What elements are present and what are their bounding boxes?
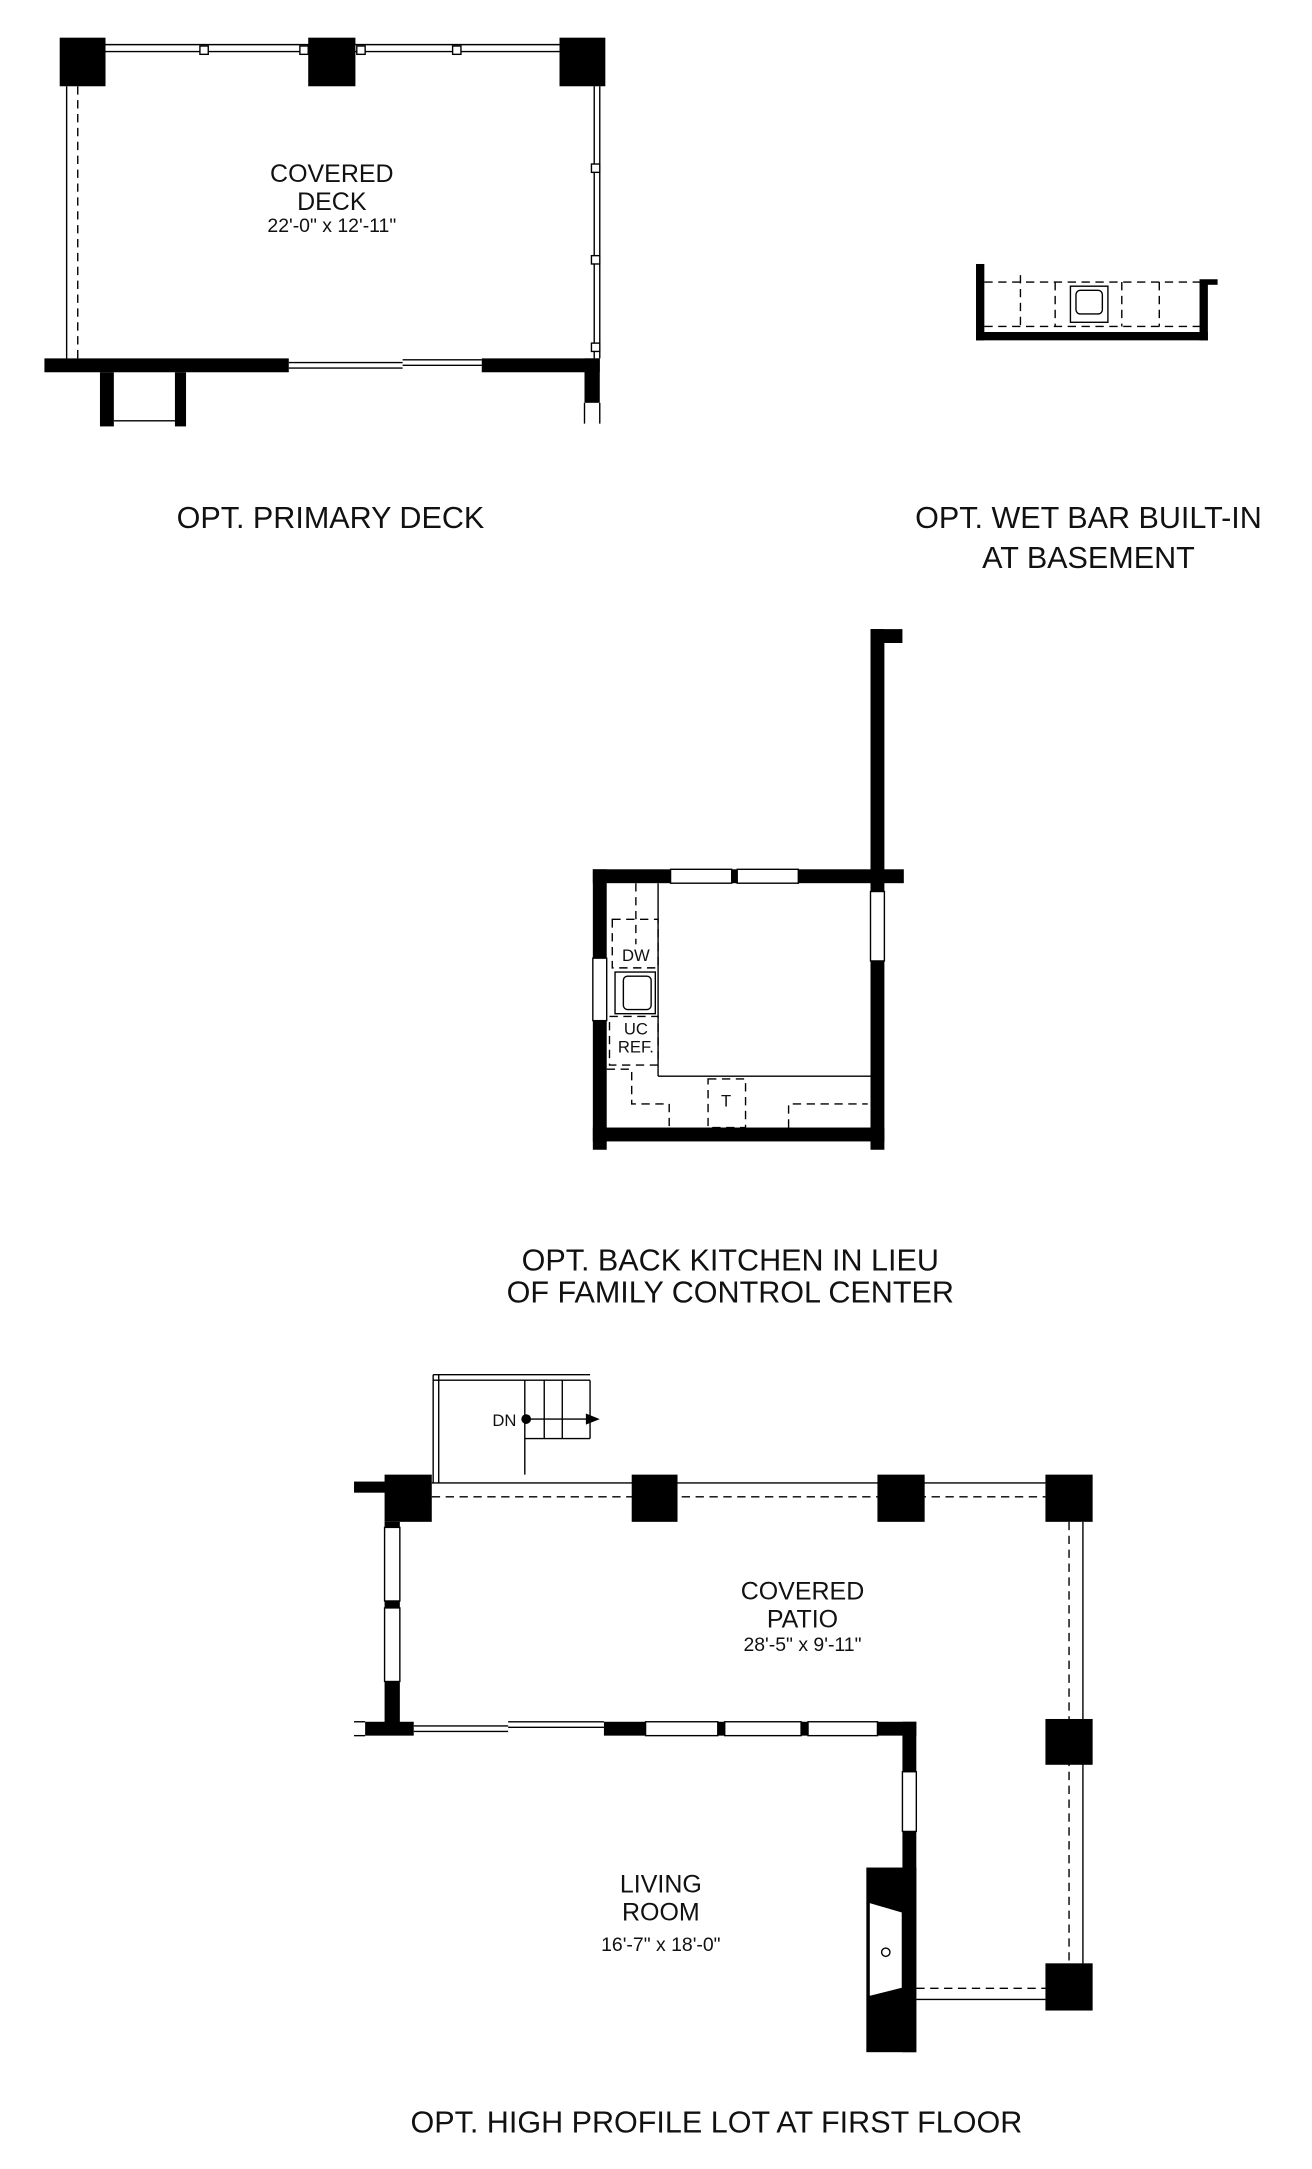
dishwasher (611, 918, 659, 969)
patio-pier (1045, 1718, 1093, 1765)
living-room-dimensions: 16'-7" x 18'-0" (601, 1934, 721, 1956)
trash-label: T (721, 1092, 731, 1111)
patio-pier (1045, 1474, 1093, 1522)
primary-deck-plan: COVERED DECK 22'-0" x 12'-11" (44, 37, 606, 427)
kitchen-sink (614, 971, 657, 1015)
deck-pier (559, 37, 606, 87)
patio-pier (384, 1474, 432, 1522)
deck-pier (308, 37, 356, 87)
undercounter-refrigerator (608, 1015, 659, 1066)
stair-arrow-icon (585, 1413, 600, 1425)
trash-cabinet (707, 1078, 747, 1129)
deck-pier (59, 37, 106, 87)
wet-bar-caption: OPT. WET BAR BUILT-IN (915, 501, 1262, 535)
patio-pier (1045, 1963, 1093, 2011)
wet-bar-plan (976, 263, 1218, 341)
back-kitchen-caption: OF FAMILY CONTROL CENTER (507, 1275, 954, 1309)
deck-dimensions: 22'-0" x 12'-11" (267, 215, 396, 237)
living-room-name: ROOM (622, 1898, 700, 1926)
high-profile-lot-plan: DN (354, 1373, 1093, 2053)
patio-room-name: PATIO (767, 1605, 838, 1633)
wet-bar-sink (1069, 285, 1109, 323)
patio-pier (631, 1474, 678, 1522)
back-kitchen-plan: DW UC REF. T (592, 629, 904, 1150)
dishwasher-label: DW (622, 946, 650, 965)
back-kitchen-caption: OPT. BACK KITCHEN IN LIEU (522, 1244, 939, 1278)
deck-room-name: COVERED (270, 160, 394, 188)
high-profile-lot-caption: OPT. HIGH PROFILE LOT AT FIRST FLOOR (410, 2106, 1022, 2140)
stair-down-label: DN (492, 1411, 516, 1430)
wet-bar-caption: AT BASEMENT (982, 541, 1195, 575)
living-room-name: LIVING (620, 1871, 702, 1899)
patio-pier (877, 1474, 925, 1522)
primary-deck-caption: OPT. PRIMARY DECK (177, 501, 485, 535)
ucref-label: REF. (618, 1038, 654, 1057)
deck-room-name: DECK (297, 188, 367, 216)
patio-room-name: COVERED (741, 1578, 865, 1606)
patio-dimensions: 28'-5" x 9'-11" (743, 1634, 861, 1656)
ucref-label: UC (624, 1020, 648, 1039)
